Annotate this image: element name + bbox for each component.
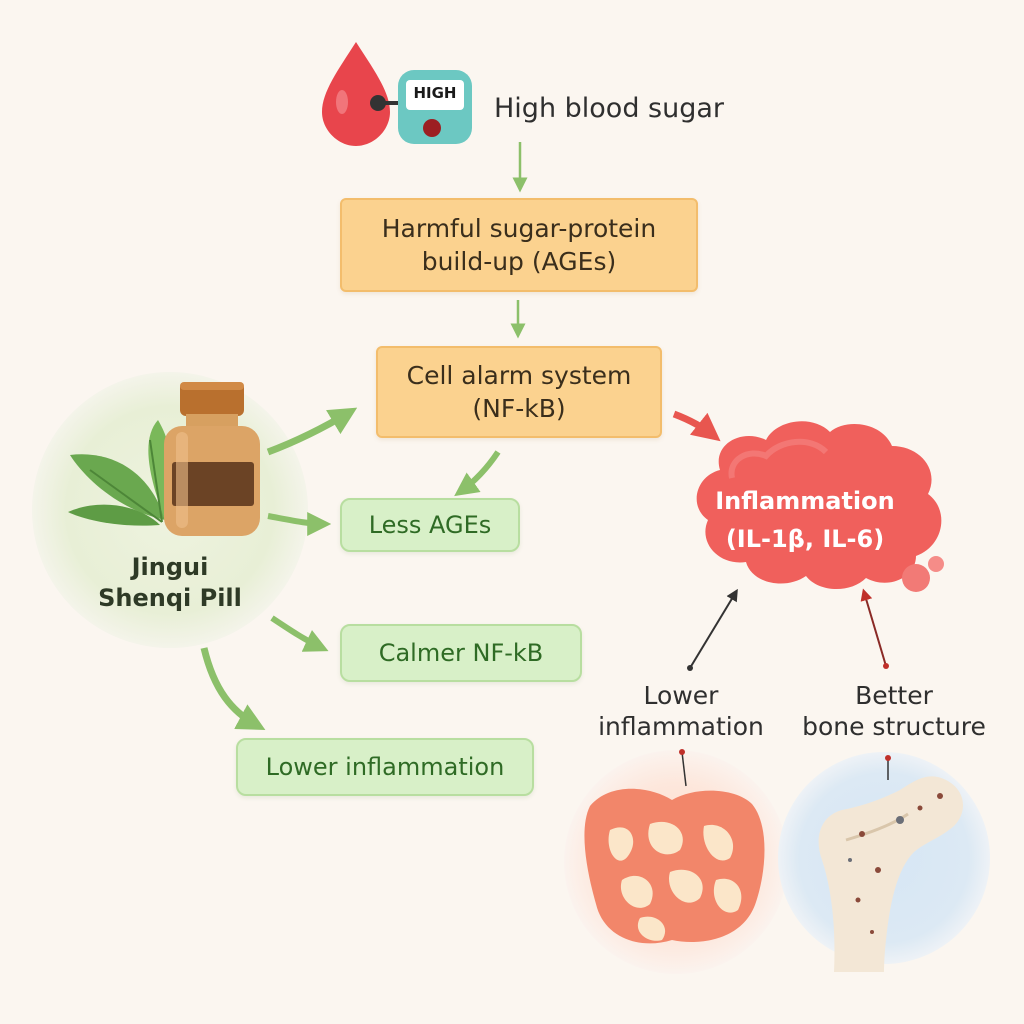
effect-calmer-nfkb: Calmer NF-kB: [340, 624, 582, 682]
meter-display-label: HIGH: [413, 84, 457, 102]
medicine-bottle-icon: [164, 382, 260, 536]
arrow-nfkb-to-less-ages: [454, 450, 501, 497]
outcome-right-line1: Better: [855, 681, 933, 710]
pill-name-line2: Shenqi Pill: [98, 584, 242, 613]
arrow-pill-to-nfkb: [266, 407, 358, 456]
pill-name: Jingui Shenqi Pill: [70, 552, 270, 614]
arrow-nfkb-to-inflammation: [672, 410, 721, 442]
arrow-pill-to-lower-inflammation: [200, 647, 266, 730]
outcome-left-line1: Lower: [643, 681, 719, 710]
inflammation-cloud: [696, 421, 944, 592]
ages-line1: Harmful sugar-protein: [381, 214, 657, 243]
ages-line2: build-up (AGEs): [421, 247, 617, 276]
inflammation-text: Inflammation (IL-1β, IL-6): [700, 482, 910, 559]
pill-name-line1: Jingui: [131, 553, 209, 581]
arrow-pill-to-less-ages: [267, 511, 332, 536]
inflamed-tissue-icon: [584, 749, 765, 944]
effect-less-ages: Less AGEs: [340, 498, 520, 552]
arrow-pill-to-calmer-nfkb: [270, 615, 329, 652]
high-blood-sugar-label: High blood sugar: [494, 93, 725, 124]
outcome-better-bone-structure: Better bone structure: [796, 680, 992, 743]
nfkb-line1: Cell alarm system: [406, 361, 632, 390]
nfkb-line2: (NF-kB): [472, 394, 566, 423]
inflammation-line1: Inflammation: [715, 487, 895, 515]
arrow-lower-inflammation-up: [689, 588, 738, 669]
glucose-meter-icon: [398, 70, 472, 144]
inflammation-line2: (IL-1β, IL-6): [725, 525, 885, 554]
bone-icon: [818, 755, 964, 972]
arrow-bone-structure-up: [860, 588, 887, 667]
effect-lower-inflammation: Lower inflammation: [236, 738, 534, 796]
blood-drop-icon: [322, 42, 410, 146]
nfkb-box: Cell alarm system (NF-kB): [376, 346, 662, 438]
outcome-right-line2: bone structure: [802, 712, 986, 742]
ages-box: Harmful sugar-protein build-up (AGEs): [340, 198, 698, 292]
outcome-lower-inflammation: Lower inflammation: [590, 680, 772, 743]
outcome-left-line2: inflammation: [598, 712, 764, 742]
